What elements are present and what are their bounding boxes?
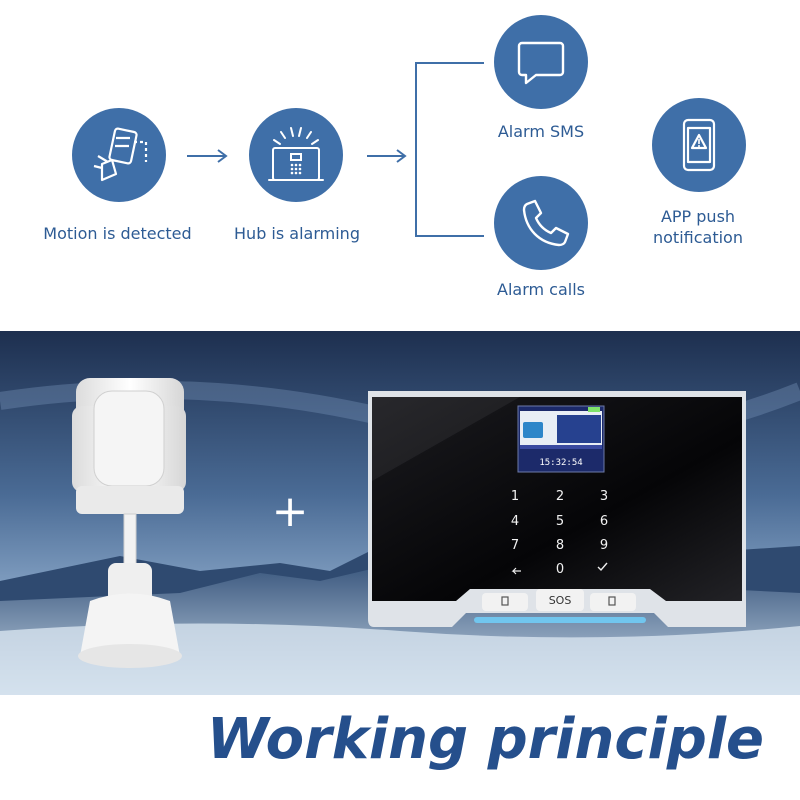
keypad-key: 1: [510, 489, 520, 504]
phone-call-icon: [494, 176, 588, 270]
step-label: Hub is alarming: [234, 224, 360, 243]
keypad-key: 6: [599, 514, 609, 529]
landscape-background: + SOS 15:32:54: [0, 331, 800, 695]
sos-button: SOS: [549, 594, 572, 607]
keypad-key: 0: [555, 562, 565, 577]
product-scene: + SOS 15:32:54 1 2 3 4: [0, 331, 800, 695]
keypad-key: 9: [599, 538, 609, 553]
step-label: Motion is detected: [43, 224, 192, 243]
keypad-key: 2: [555, 489, 565, 504]
app-label-line1: APP push: [660, 207, 736, 226]
plus-sign: +: [272, 486, 309, 537]
keypad-key: 8: [555, 538, 565, 553]
flow-connectors: [187, 62, 484, 237]
motion-sensor-device: [72, 378, 186, 668]
keypad-key: 3: [599, 489, 609, 504]
keypad-key: 4: [510, 514, 520, 529]
alarm-hub-device: SOS 15:32:54: [368, 391, 746, 627]
output-label: Alarm calls: [497, 280, 585, 299]
arrow-2-head: [396, 149, 407, 163]
alarm-hub-icon: [249, 108, 343, 202]
keypad-key: 5: [555, 514, 565, 529]
sms-message-icon: [494, 15, 588, 109]
motion-sensor-icon: [72, 108, 166, 202]
output-label: Alarm SMS: [497, 122, 585, 141]
page-title: Working principle: [206, 707, 764, 772]
keypad-key: 7: [510, 538, 520, 553]
arrow-1-head: [217, 149, 228, 163]
working-flow-diagram: Motion is detected Hub is alarming Alarm…: [0, 0, 800, 330]
app-notification-icon: [652, 98, 746, 192]
screen-time: 15:32:54: [539, 458, 582, 468]
branch-line: [415, 62, 484, 237]
app-label-line2: notification: [653, 228, 743, 247]
